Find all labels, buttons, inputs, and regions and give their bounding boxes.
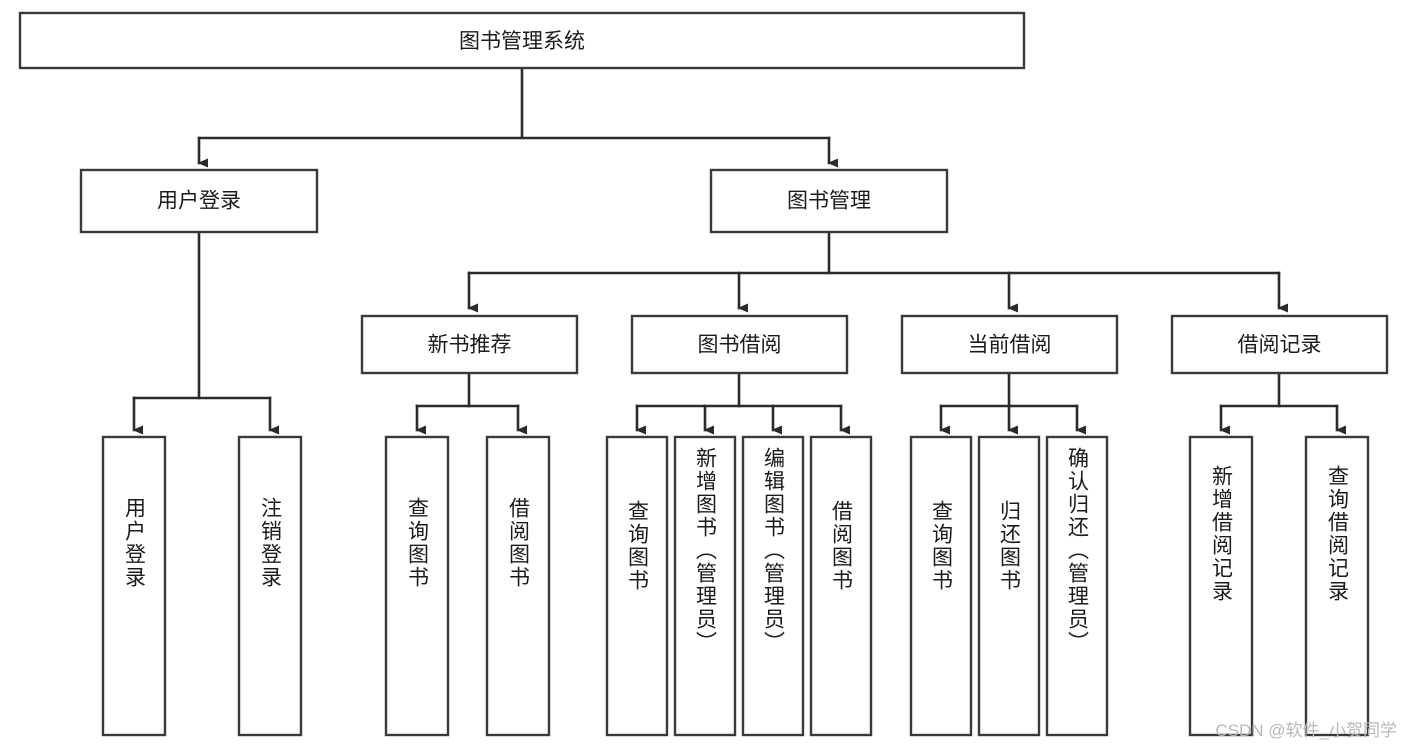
csdn-watermark: CSDN @软件_小贺同学 [1215,721,1397,740]
connector-group-book-management [467,230,1288,313]
node-book-borrow-label: 图书借阅 [698,334,782,357]
leaf-borrow-book-2-label: 借阅图书 [830,500,854,592]
leaf-add-record[interactable]: 新增借阅记录 [1188,435,1254,737]
leaf-return-book[interactable]: 归还图书 [977,435,1041,737]
leaf-return-book-label: 归还图书 [998,500,1022,592]
leaf-add-book-box[interactable] [673,435,737,737]
leaf-logout-box[interactable] [237,435,303,737]
leaf-borrow-book-1-label: 借阅图书 [507,497,531,589]
leaf-query-book-2-box[interactable] [605,435,669,737]
node-borrow-record[interactable]: 借阅记录 [1170,314,1389,375]
connector-group-root [197,66,838,168]
leaf-query-book-2-label: 查询图书 [626,500,650,592]
leaf-query-record-label: 查询借阅记录 [1326,465,1350,603]
node-book-management[interactable]: 图书管理 [709,168,949,234]
node-user-login[interactable]: 用户登录 [79,168,319,234]
leaf-query-book-1[interactable]: 查询图书 [384,435,450,737]
leaf-add-record-label: 新增借阅记录 [1210,465,1234,603]
node-borrow-record-box[interactable] [1170,314,1389,375]
leaf-borrow-book-2[interactable]: 借阅图书 [809,435,873,737]
leaf-query-record-box[interactable] [1304,435,1370,737]
leaf-query-record[interactable]: 查询借阅记录 [1304,435,1370,737]
node-current-borrow[interactable]: 当前借阅 [900,314,1119,375]
connector-group-user-login [132,230,279,435]
leaf-query-book-1-label: 查询图书 [406,497,430,589]
node-new-book-recommend[interactable]: 新书推荐 [360,314,579,375]
node-user-login-label: 用户登录 [157,190,241,213]
leaf-add-book-label: 新增图书（管理员） [694,447,718,654]
leaf-edit-book-label: 编辑图书（管理员） [762,447,786,654]
node-root[interactable]: 图书管理系统 [18,11,1026,70]
leaf-add-book[interactable]: 新增图书（管理员） [673,435,737,737]
node-book-borrow[interactable]: 图书借阅 [630,314,849,375]
leaf-query-book-1-box[interactable] [384,435,450,737]
leaf-user-login-box[interactable] [101,435,167,737]
node-root-label: 图书管理系统 [459,30,585,53]
leaf-query-book-3-box[interactable] [909,435,973,737]
node-user-login-box[interactable] [79,168,319,234]
leaf-borrow-book-1-box[interactable] [485,435,551,737]
node-book-management-box[interactable] [709,168,949,234]
leaf-query-book-2[interactable]: 查询图书 [605,435,669,737]
node-current-borrow-box[interactable] [900,314,1119,375]
node-borrow-record-label: 借阅记录 [1238,334,1322,357]
node-new-book-recommend-label: 新书推荐 [428,334,512,357]
leaf-edit-book[interactable]: 编辑图书（管理员） [741,435,805,737]
leaf-borrow-book-2-box[interactable] [809,435,873,737]
leaf-confirm-return[interactable]: 确认归还（管理员） [1045,435,1109,737]
node-current-borrow-label: 当前借阅 [968,334,1052,357]
connector-group-new-book-recommend [415,371,527,435]
node-new-book-recommend-box[interactable] [360,314,579,375]
leaf-logout-label: 注销登录 [259,497,283,589]
leaf-query-book-3[interactable]: 查询图书 [909,435,973,737]
connector-group-book-borrow [635,371,850,435]
leaf-logout[interactable]: 注销登录 [237,435,303,737]
leaf-add-record-box[interactable] [1188,435,1254,737]
leaf-query-book-3-label: 查询图书 [930,500,954,592]
leaf-return-book-box[interactable] [977,435,1041,737]
node-book-borrow-box[interactable] [630,314,849,375]
node-root-box[interactable] [18,11,1026,70]
leaf-borrow-book-1[interactable]: 借阅图书 [485,435,551,737]
connector-group-current-borrow [939,371,1086,435]
leaf-edit-book-box[interactable] [741,435,805,737]
leaf-confirm-return-label: 确认归还（管理员） [1066,447,1090,654]
node-book-management-label: 图书管理 [787,190,871,213]
leaf-user-login-label: 用户登录 [123,497,147,589]
leaf-confirm-return-box[interactable] [1045,435,1109,737]
connector-group-borrow-record [1219,371,1346,435]
leaf-user-login[interactable]: 用户登录 [101,435,167,737]
